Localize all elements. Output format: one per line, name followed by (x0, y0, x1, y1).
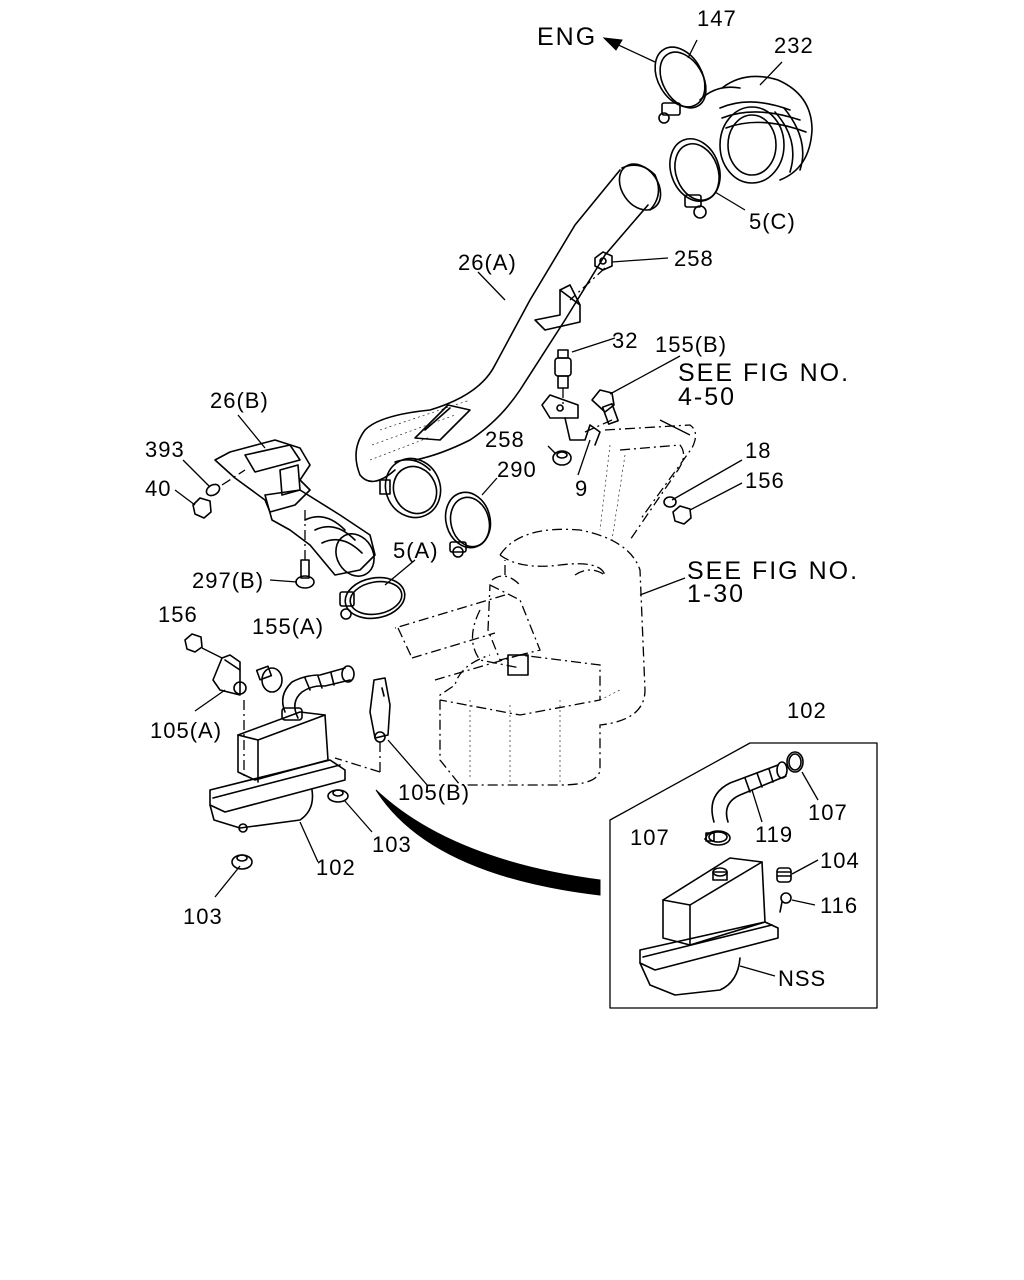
label-9: 9 (575, 476, 588, 501)
flange-nut-103-bottom (231, 854, 253, 870)
label-105a: 105(A) (150, 718, 222, 743)
label-107-left: 107 (630, 825, 670, 850)
label-40: 40 (145, 476, 171, 501)
label-103-bottom: 103 (183, 904, 223, 929)
drain-hose-main (281, 665, 355, 721)
drain-hose-119 (711, 761, 788, 823)
label-32: 32 (612, 328, 638, 353)
hose-clamp-147 (654, 46, 707, 124)
callout-labels: ENG 147 232 5(C) 258 26(A) 32 155(B) SEE… (145, 6, 860, 991)
label-297b: 297(B) (192, 568, 264, 593)
label-105b: 105(B) (398, 780, 470, 805)
stud-32 (554, 349, 572, 410)
label-see-fig-4-50: SEE FIG NO. (678, 359, 850, 387)
label-290: 290 (497, 457, 537, 482)
nut-156-left (184, 633, 223, 659)
label-see-fig-1-30: SEE FIG NO. (687, 557, 859, 585)
air-duct-26a (355, 163, 662, 519)
engine-direction-arrow (602, 37, 656, 63)
label-nss: NSS (778, 966, 826, 991)
label-5a: 5(A) (393, 538, 439, 563)
leader-lines (174, 39, 819, 977)
label-155a: 155(A) (252, 614, 324, 639)
flange-nut-103-mid (327, 789, 349, 803)
resonator-26b (214, 439, 376, 577)
label-18: 18 (745, 438, 771, 463)
label-232: 232 (774, 33, 814, 58)
hose-clamp-107-left (705, 830, 731, 846)
washer-18 (663, 496, 677, 508)
duct-bracket (534, 267, 606, 331)
label-103-mid: 103 (372, 832, 412, 857)
label-102-inset: 102 (787, 698, 827, 723)
hose-clamp-5c (669, 138, 721, 219)
bracket-105b (334, 677, 391, 773)
nut-40 (192, 497, 212, 519)
label-155b: 155(B) (655, 332, 727, 357)
reservoir-tank-102 (209, 711, 346, 833)
label-102-main: 102 (316, 855, 356, 880)
label-119: 119 (755, 822, 793, 847)
inset-frame (609, 742, 878, 1009)
label-258-top: 258 (674, 246, 714, 271)
label-393: 393 (145, 437, 185, 462)
inset-pointer-arrow (375, 789, 601, 896)
label-116: 116 (820, 893, 858, 918)
label-156-right: 156 (745, 468, 785, 493)
label-104: 104 (820, 848, 860, 873)
nut-156-right (672, 505, 692, 525)
label-eng: ENG (537, 23, 597, 51)
hose-clamp-290 (444, 491, 492, 558)
label-107-right: 107 (808, 800, 848, 825)
reservoir-tank-nss (639, 857, 779, 996)
bellows-hose-232 (699, 75, 813, 184)
label-fig-1-30: 1-30 (687, 580, 745, 608)
label-fig-4-50: 4-50 (678, 383, 736, 411)
label-156-left: 156 (158, 602, 198, 627)
plug-104 (776, 867, 792, 883)
nut-258-mid (552, 450, 572, 466)
washer-393 (205, 469, 246, 497)
label-147: 147 (697, 6, 737, 31)
bracket-9 (541, 394, 601, 446)
air-cleaner-reference (434, 528, 646, 786)
label-5c: 5(C) (749, 209, 796, 234)
nut-258-top (594, 251, 613, 271)
reference-panel-4-50 (599, 419, 697, 541)
assembly-center-line (394, 594, 506, 659)
hose-clamp-5a (339, 576, 406, 620)
hose-clamp-107-right (786, 751, 804, 773)
label-26a: 26(A) (458, 250, 517, 275)
clip-116 (779, 892, 792, 913)
bracket-105a (212, 654, 247, 780)
bolt-155a (255, 665, 283, 693)
bolt-155b (584, 389, 619, 433)
label-26b: 26(B) (210, 388, 269, 413)
label-258-mid: 258 (485, 427, 525, 452)
bolt-297b (295, 510, 315, 589)
